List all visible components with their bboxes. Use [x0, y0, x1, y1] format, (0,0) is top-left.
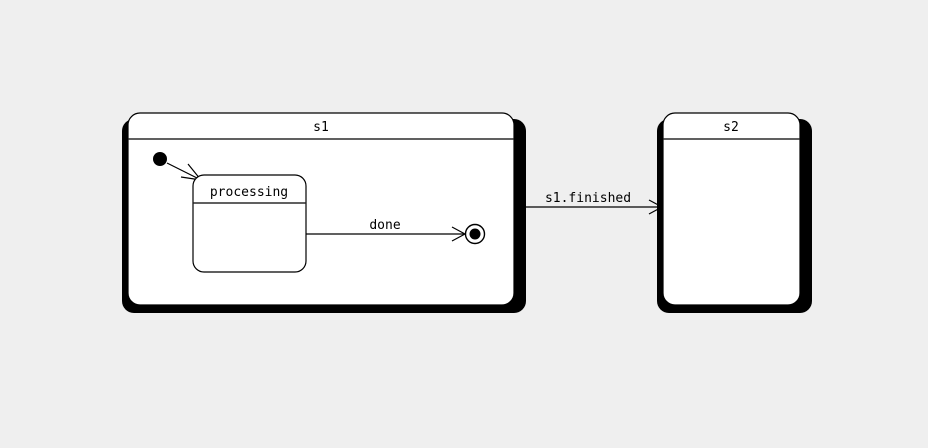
state-s2-title: s2 — [723, 120, 739, 135]
state-s2[interactable]: s2 — [657, 112, 812, 313]
final-state-inner-dot — [469, 228, 481, 240]
final-state-node[interactable] — [464, 223, 486, 245]
transition-s1-finished-label: s1.finished — [545, 191, 631, 206]
state-processing-title: processing — [210, 185, 288, 200]
transition-initial-to-processing-line — [166, 162, 202, 181]
state-processing-body — [192, 174, 307, 273]
transition-s1-to-s2[interactable]: s1.finished — [515, 191, 664, 215]
transition-done-label: done — [369, 218, 400, 233]
state-s2-body — [662, 112, 801, 306]
state-s1[interactable]: s1 processing done — [122, 112, 526, 313]
state-s1-body — [127, 112, 515, 306]
initial-pseudostate-node[interactable] — [153, 152, 167, 166]
state-processing[interactable]: processing — [192, 174, 307, 273]
state-s1-title: s1 — [313, 120, 329, 135]
